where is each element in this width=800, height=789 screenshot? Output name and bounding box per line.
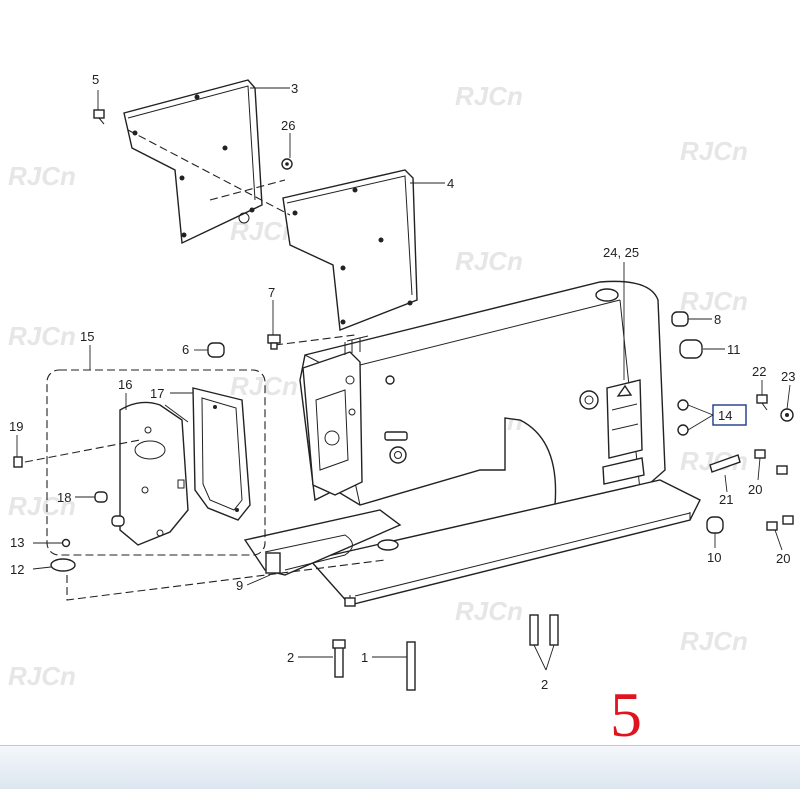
assembly-line	[209, 179, 286, 201]
callout-8: 8	[714, 312, 721, 327]
callout-14: 14	[718, 408, 732, 423]
watermark: RJCn	[680, 286, 748, 316]
assembly-line	[66, 559, 386, 601]
callout-20-upper: 20	[748, 482, 762, 497]
callout-16: 16	[118, 377, 132, 392]
part-4-plate	[282, 169, 418, 331]
parts-2-hinge-pins	[529, 614, 559, 646]
part-13-screw	[61, 538, 71, 548]
washer-26	[281, 158, 293, 170]
callout-4: 4	[447, 176, 454, 191]
part-3-plate	[123, 79, 263, 245]
watermark: RJCn	[680, 626, 748, 656]
screws-18	[94, 491, 125, 527]
callout-3: 3	[291, 81, 298, 96]
part-10-plug	[706, 516, 724, 534]
watermark: RJCn	[455, 246, 523, 276]
bottom-bar	[0, 745, 800, 789]
callout-labels: 5 3 26 4 7 6 24, 25 8 11 14 22 23 21 20 …	[9, 72, 795, 692]
callout-6: 6	[182, 342, 189, 357]
part-1-hinge-pin	[406, 641, 416, 691]
machine-bed	[308, 479, 701, 607]
watermark: RJCn	[8, 321, 76, 351]
watermark: RJCn	[230, 371, 298, 401]
callout-13: 13	[10, 535, 24, 550]
part-12-cap	[50, 558, 76, 572]
callout-9: 9	[236, 578, 243, 593]
watermark: RJCn	[680, 136, 748, 166]
assembly-line	[274, 334, 356, 346]
callout-26: 26	[281, 118, 295, 133]
callout-18: 18	[57, 490, 71, 505]
callout-23: 23	[781, 369, 795, 384]
watermark: RJCn	[8, 491, 76, 521]
parts-diagram: RJCn RJCn RJCn RJCn RJCn RJCn RJCn RJCn …	[8, 72, 795, 692]
callout-12: 12	[10, 562, 24, 577]
screw-19	[13, 456, 23, 468]
watermark: RJCn	[8, 661, 76, 691]
part-21-pin	[709, 454, 741, 473]
watermark: RJCn	[455, 81, 523, 111]
watermark: RJCn	[8, 161, 76, 191]
part-11-cap	[679, 339, 703, 359]
callout-7: 7	[268, 285, 275, 300]
callout-21: 21	[719, 492, 733, 507]
part-6-plug	[207, 342, 225, 358]
callout-2-left: 2	[287, 650, 294, 665]
screw-7	[267, 334, 281, 350]
callout-19: 19	[9, 419, 23, 434]
part-9-cover	[243, 509, 402, 576]
watermark: RJCn	[455, 596, 523, 626]
callout-10: 10	[707, 550, 721, 565]
washer-23	[780, 408, 794, 422]
callout-11: 11	[727, 342, 741, 357]
callout-24-25: 24, 25	[603, 245, 639, 260]
screw-5	[93, 109, 105, 125]
callout-1: 1	[361, 650, 368, 665]
callout-22: 22	[752, 364, 766, 379]
part-17-gasket	[192, 387, 251, 521]
assembly-line	[24, 439, 141, 463]
machine-arm	[299, 280, 666, 511]
callout-2-pair: 2	[541, 677, 548, 692]
assembly-line	[127, 129, 291, 216]
parts-14-screws	[677, 399, 689, 436]
group-15-box	[46, 369, 266, 556]
callout-20-lower: 20	[776, 551, 790, 566]
callout-5: 5	[92, 72, 99, 87]
part-2-hinge-pin	[332, 639, 346, 678]
page-number: 5	[610, 679, 642, 750]
part-16-face-cover	[119, 401, 189, 546]
part-8-plug	[671, 311, 689, 327]
callout-15: 15	[80, 329, 94, 344]
screw-22	[756, 394, 768, 411]
leader-lines	[16, 87, 791, 671]
callout-17: 17	[150, 386, 164, 401]
